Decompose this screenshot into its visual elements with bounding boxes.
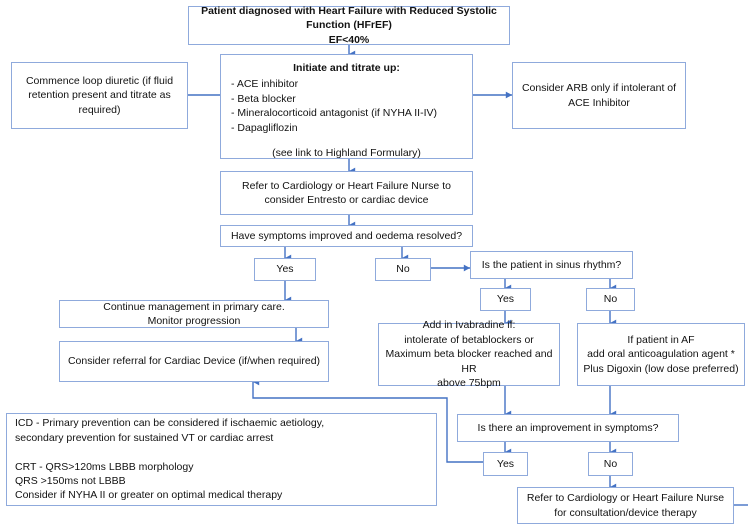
node-initiate-titrate[interactable]: Initiate and titrate up: - ACE inhibitor… [220,54,473,159]
node-symptoms-question[interactable]: Have symptoms improved and oedema resolv… [220,225,473,247]
node-sinus-no[interactable]: No [586,288,635,311]
node-improvement-no[interactable]: No [588,452,633,476]
node-loop-diuretic[interactable]: Commence loop diuretic (if fluid retenti… [11,62,188,129]
node-diagnosis[interactable]: Patient diagnosed with Heart Failure wit… [188,5,510,46]
node-refer-consultation[interactable]: Refer to Cardiology or Heart Failure Nur… [517,487,734,524]
node-sinus-yes[interactable]: Yes [480,288,531,311]
node-improvement-yes[interactable]: Yes [483,452,528,476]
node-af-anticoagulation[interactable]: If patient in AF add oral anticoagulatio… [577,323,745,386]
node-improvement-question[interactable]: Is there an improvement in symptoms? [457,414,679,442]
node-ivabradine[interactable]: Add in Ivabradine if: intolerate of beta… [378,319,560,389]
node-continue-primary-care[interactable]: Continue management in primary care. Mon… [59,300,329,328]
node-cardiac-device-referral[interactable]: Consider referral for Cardiac Device (if… [59,341,329,382]
node-symptoms-no[interactable]: No [375,258,431,281]
node-symptoms-yes[interactable]: Yes [254,258,316,281]
node-sinus-rhythm-question[interactable]: Is the patient in sinus rhythm? [470,251,633,279]
node-initiate-list: - ACE inhibitor - Beta blocker - Mineral… [231,78,437,134]
node-initiate-footer[interactable]: (see link to Highland Formulary) [272,147,421,160]
node-initiate-title: Initiate and titrate up: [293,62,400,74]
node-icd-crt-notes: ICD - Primary prevention can be consider… [6,413,437,506]
node-refer-cardiology[interactable]: Refer to Cardiology or Heart Failure Nur… [220,171,473,215]
node-consider-arb[interactable]: Consider ARB only if intolerant of ACE I… [512,62,686,129]
